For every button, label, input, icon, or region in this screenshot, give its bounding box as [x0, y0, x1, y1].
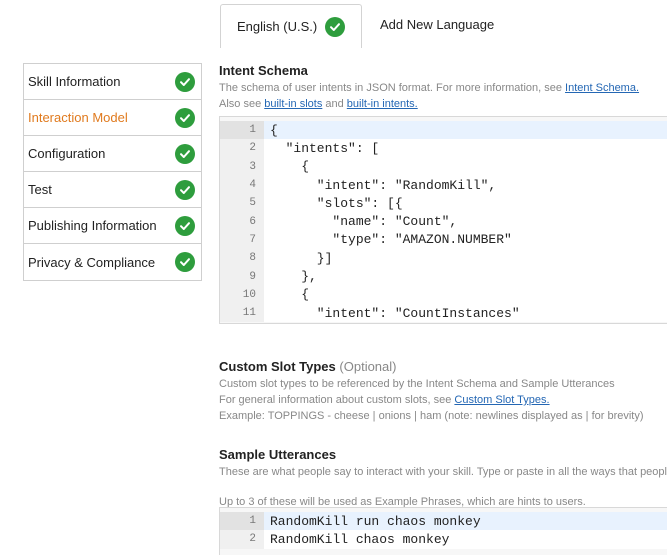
tab-add-new-language[interactable]: Add New Language: [380, 4, 494, 44]
sidebar-item-publishing-information[interactable]: Publishing Information: [24, 208, 201, 244]
code-text: RandomKill run chaos monkey: [264, 512, 667, 531]
code-text: "name": "Count",: [264, 212, 667, 231]
code-text: "intent": "RandomKill",: [264, 175, 667, 195]
intent-schema-link[interactable]: Intent Schema.: [565, 82, 640, 94]
sidebar-nav: Skill Information Interaction Model Conf…: [23, 63, 202, 281]
sidebar-item-label: Publishing Information: [28, 218, 157, 233]
sidebar-item-label: Privacy & Compliance: [28, 254, 156, 270]
code-text: "intents": [: [264, 139, 667, 158]
line-number: 7: [220, 230, 264, 250]
sample-utterances-title: Sample Utterances: [219, 447, 337, 462]
line-number: 11: [220, 303, 264, 323]
code-line: 4 "intent": "RandomKill",: [220, 175, 667, 195]
line-number: 9: [220, 267, 264, 286]
built-in-intents-link[interactable]: built-in intents.: [346, 98, 418, 110]
code-text: "slots": [{: [264, 194, 667, 213]
code-line: 8 }]: [220, 249, 667, 268]
sidebar-item-label: Configuration: [28, 146, 106, 161]
section-title-text: Custom Slot Types: [219, 359, 336, 374]
tab-english-us[interactable]: English (U.S.): [220, 4, 362, 48]
line-number: 3: [220, 157, 264, 176]
line-number: 10: [220, 285, 264, 304]
code-line: 9 },: [220, 267, 667, 286]
sidebar-item-label: Test: [28, 182, 52, 197]
language-tabs: English (U.S.) Add New Language: [220, 0, 667, 48]
sample-utterances-description: These are what people say to interact wi…: [219, 466, 667, 478]
sidebar-item-test[interactable]: Test: [24, 172, 201, 208]
code-line: 1{: [220, 121, 667, 140]
line-number: 1: [220, 512, 264, 531]
desc-text: For general information about custom slo…: [219, 394, 455, 406]
optional-label: (Optional): [339, 359, 397, 374]
code-line: 6 "name": "Count",: [220, 212, 667, 231]
check-circle-icon: [175, 107, 195, 128]
line-number: 2: [220, 530, 264, 549]
check-circle-icon: [175, 179, 195, 200]
code-line: 7 "type": "AMAZON.NUMBER": [220, 230, 667, 250]
sidebar-item-interaction-model[interactable]: Interaction Model: [24, 100, 201, 136]
built-in-slots-link[interactable]: built-in slots: [264, 98, 323, 110]
code-text: "type": "AMAZON.NUMBER": [264, 230, 667, 250]
custom-slots-description-2: For general information about custom slo…: [219, 392, 667, 408]
code-line: 10 {: [220, 285, 667, 304]
line-number: 1: [220, 121, 264, 140]
sidebar-item-configuration[interactable]: Configuration: [24, 136, 201, 172]
code-text: RandomKill chaos monkey: [264, 530, 667, 549]
intent-schema-description: The schema of user intents in JSON forma…: [219, 80, 667, 96]
desc-text: and: [322, 98, 347, 110]
code-line: 5 "slots": [{: [220, 194, 667, 213]
check-circle-icon: [175, 252, 195, 272]
sample-utterances-description-2: Up to 3 of these will be used as Example…: [219, 496, 586, 508]
code-line: 3 {: [220, 157, 667, 176]
custom-slots-example: Example: TOPPINGS - cheese | onions | ha…: [219, 410, 644, 422]
check-circle-icon: [175, 143, 195, 164]
custom-slot-types-title: Custom Slot Types (Optional): [219, 358, 667, 376]
sidebar-item-privacy-compliance[interactable]: Privacy & Compliance: [24, 244, 201, 280]
line-number: 5: [220, 194, 264, 213]
line-number: 8: [220, 249, 264, 268]
intent-schema-editor[interactable]: 1{ 2 "intents": [ 3 { 4 "intent": "Rando…: [219, 116, 667, 324]
code-line: 2 "intents": [: [220, 139, 667, 158]
line-number: 6: [220, 212, 264, 231]
tab-label: Add New Language: [380, 16, 495, 32]
custom-slots-description: Custom slot types to be referenced by th…: [219, 378, 615, 390]
check-circle-icon: [325, 16, 346, 37]
sample-utterances-section: Sample Utterances These are what people …: [219, 446, 667, 510]
tab-label: English (U.S.): [237, 19, 318, 34]
code-text: {: [264, 285, 667, 304]
custom-slot-types-link[interactable]: Custom Slot Types.: [454, 394, 550, 406]
custom-slot-types-section: Custom Slot Types (Optional) Custom slot…: [219, 358, 667, 424]
code-text: {: [264, 121, 667, 140]
code-text: }]: [264, 249, 667, 268]
line-number: 4: [220, 175, 264, 195]
sidebar-item-label: Interaction Model: [28, 110, 128, 125]
desc-text: The schema of user intents in JSON forma…: [219, 82, 566, 94]
sidebar-item-skill-information[interactable]: Skill Information: [24, 64, 201, 100]
check-circle-icon: [175, 215, 195, 236]
code-text: {: [264, 157, 667, 176]
code-text: "intent": "CountInstances": [264, 303, 667, 323]
intent-schema-section: Intent Schema The schema of user intents…: [219, 62, 667, 112]
intent-schema-description-2: Also see built-in slots and built-in int…: [219, 96, 667, 112]
intent-schema-title: Intent Schema: [219, 63, 308, 78]
check-circle-icon: [175, 71, 195, 92]
code-line: 11 "intent": "CountInstances": [220, 303, 667, 323]
sidebar-item-label: Skill Information: [28, 74, 121, 89]
desc-text: Also see: [219, 98, 265, 110]
code-text: },: [264, 267, 667, 286]
line-number: 2: [220, 139, 264, 158]
